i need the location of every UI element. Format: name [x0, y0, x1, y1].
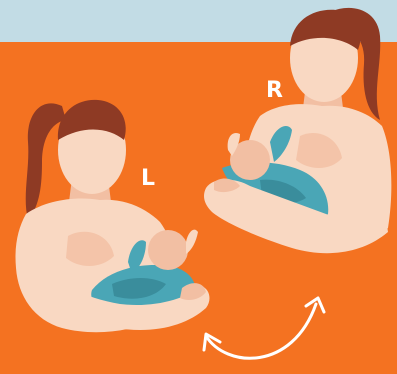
left-side-label: L [141, 168, 155, 190]
baby-left-arm [186, 230, 198, 254]
mother-left [15, 100, 209, 332]
right-side-label: R [266, 80, 283, 102]
baby-left-head [148, 230, 188, 270]
mother-right [204, 8, 391, 253]
swap-sides-arrow-icon [204, 298, 324, 358]
